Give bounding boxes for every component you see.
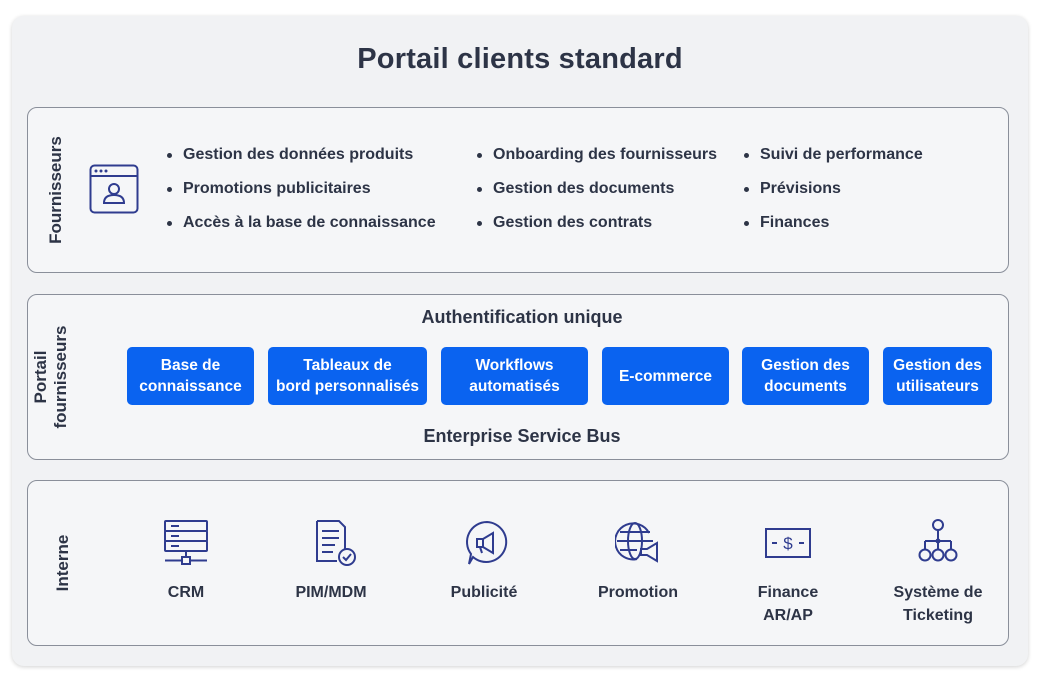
dollar-bill-icon: $: [764, 519, 812, 567]
megaphone-icon: [463, 519, 511, 567]
system-label: Publicité: [419, 581, 549, 604]
system-label-line: Publicité: [450, 584, 518, 601]
system-label: Promotion: [573, 581, 703, 604]
module-line: E-commerce: [618, 367, 713, 385]
system-label: PIM/MDM: [266, 581, 396, 604]
supplier-feature: Prévisions: [744, 178, 923, 212]
document-check-icon: [311, 519, 359, 567]
system-label-line: AR/AP: [763, 607, 813, 624]
supplier-feature: Gestion des contrats: [477, 212, 717, 246]
supplier-feature: Gestion des données produits: [167, 144, 436, 178]
system-label: Finance AR/AP: [723, 581, 853, 627]
module-user-management[interactable]: Gestion des utilisateurs: [883, 347, 992, 405]
module-line: Tableaux de: [303, 357, 392, 374]
esb-label: Enterprise Service Bus: [423, 426, 621, 446]
suppliers-section: Fournisseurs Gestion des données produit…: [27, 107, 1009, 273]
system-label: Système de Ticketing: [873, 581, 1003, 627]
module-line: connaissance: [139, 378, 242, 395]
browser-user-icon: [89, 164, 139, 214]
diagram-title: Portail clients standard: [357, 43, 683, 75]
module-line: Base de: [160, 357, 221, 374]
system-label-line: PIM/MDM: [295, 584, 367, 601]
system-label-line: CRM: [167, 584, 205, 601]
system-label-line: Système de: [893, 584, 983, 601]
supplier-feature: Onboarding des fournisseurs: [477, 144, 717, 178]
suppliers-column-3: Suivi de performance Prévisions Finances: [744, 144, 923, 246]
suppliers-label: Fournisseurs: [46, 136, 65, 244]
hierarchy-icon: [914, 519, 962, 567]
portal-modules: Base de connaissance Tableaux de bord pers…: [28, 347, 1010, 405]
supplier-feature: Promotions publicitaires: [167, 178, 436, 212]
server-network-icon: [162, 519, 210, 567]
module-line: Gestion des: [893, 357, 982, 374]
module-line: Workflows: [475, 357, 554, 374]
system-label-line: Ticketing: [903, 607, 973, 624]
supplier-feature: Suivi de performance: [744, 144, 923, 178]
module-document-management[interactable]: Gestion des documents: [742, 347, 869, 405]
system-label: CRM: [121, 581, 251, 604]
globe-megaphone-icon: [615, 519, 663, 567]
module-knowledge-base[interactable]: Base de connaissance: [127, 347, 254, 405]
suppliers-column-2: Onboarding des fournisseurs Gestion des …: [477, 144, 717, 246]
module-dashboards[interactable]: Tableaux de bord personnalisés: [268, 347, 427, 405]
module-line: documents: [764, 378, 847, 395]
module-line: automatisés: [469, 378, 560, 395]
module-line: utilisateurs: [896, 378, 979, 395]
supplier-feature: Finances: [744, 212, 923, 246]
module-line: bord personnalisés: [276, 378, 419, 395]
module-workflows[interactable]: Workflows automatisés: [441, 347, 588, 405]
sso-label: Authentification unique: [421, 307, 623, 327]
supplier-feature: Accès à la base de connaissance: [167, 212, 436, 246]
module-ecommerce[interactable]: E-commerce: [602, 347, 729, 405]
svg-text:$: $: [783, 534, 793, 553]
portal-section: Portail fournisseurs Authentification un…: [27, 294, 1009, 460]
supplier-feature: Gestion des documents: [477, 178, 717, 212]
module-line: Gestion des: [761, 357, 850, 374]
suppliers-column-1: Gestion des données produits Promotions …: [167, 144, 436, 246]
system-label-line: Finance: [757, 584, 819, 601]
internal-section: Interne CRM: [27, 480, 1009, 646]
system-label-line: Promotion: [598, 584, 678, 601]
